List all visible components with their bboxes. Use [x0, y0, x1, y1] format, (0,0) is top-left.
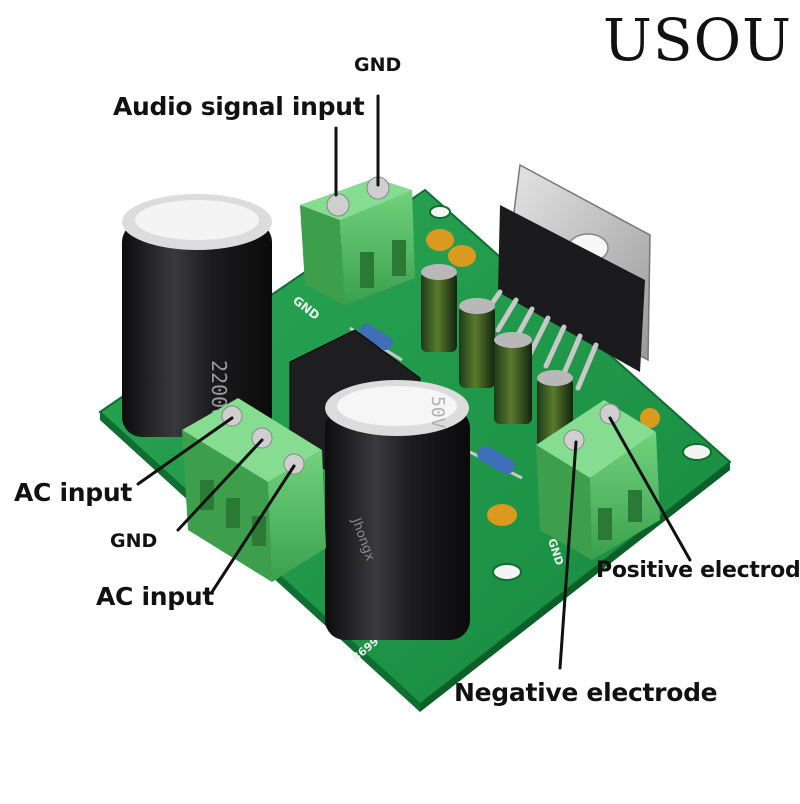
ceramic-capacitor: [640, 408, 660, 428]
mounting-hole: [682, 443, 712, 461]
callout-line-gnd-left: [176, 438, 264, 532]
ceramic-capacitor: [448, 245, 476, 267]
label-audio-signal-input: Audio signal input: [113, 92, 365, 121]
callout-line-ac-input-1: [136, 416, 234, 486]
callout-line-negative: [558, 440, 578, 670]
amplifier-ic: [479, 163, 651, 391]
brand-watermark: USOU: [602, 6, 792, 74]
callout-lines: [136, 94, 692, 670]
ceramic-capacitor: [487, 504, 517, 526]
callout-line-positive: [608, 416, 692, 562]
label-ac-input-2: AC input: [96, 582, 215, 611]
power-terminal: [536, 400, 660, 560]
ceramic-capacitor: [426, 229, 454, 251]
small-electrolytic-capacitor: [421, 264, 457, 352]
mounting-hole: [429, 205, 451, 219]
label-gnd-left: GND: [110, 530, 158, 552]
small-electrolytic-capacitor: [494, 332, 532, 424]
pcb-edge-right: [420, 462, 730, 712]
resistor: [469, 445, 523, 480]
capacitor-rating-text: 50V: [427, 396, 448, 429]
filter-capacitor-right: 50V Jhongx: [325, 380, 470, 640]
label-gnd-top: GND: [354, 54, 402, 76]
mounting-hole: [492, 563, 522, 581]
audio-input-terminal: [300, 176, 415, 305]
label-ac-input-1: AC input: [14, 478, 133, 507]
callout-line-ac-input-2: [210, 464, 296, 594]
small-electrolytic-capacitor: [459, 298, 495, 388]
label-negative-electrode: Negative electrode: [454, 678, 718, 707]
label-positive-electrode: Positive electrode: [596, 558, 800, 583]
